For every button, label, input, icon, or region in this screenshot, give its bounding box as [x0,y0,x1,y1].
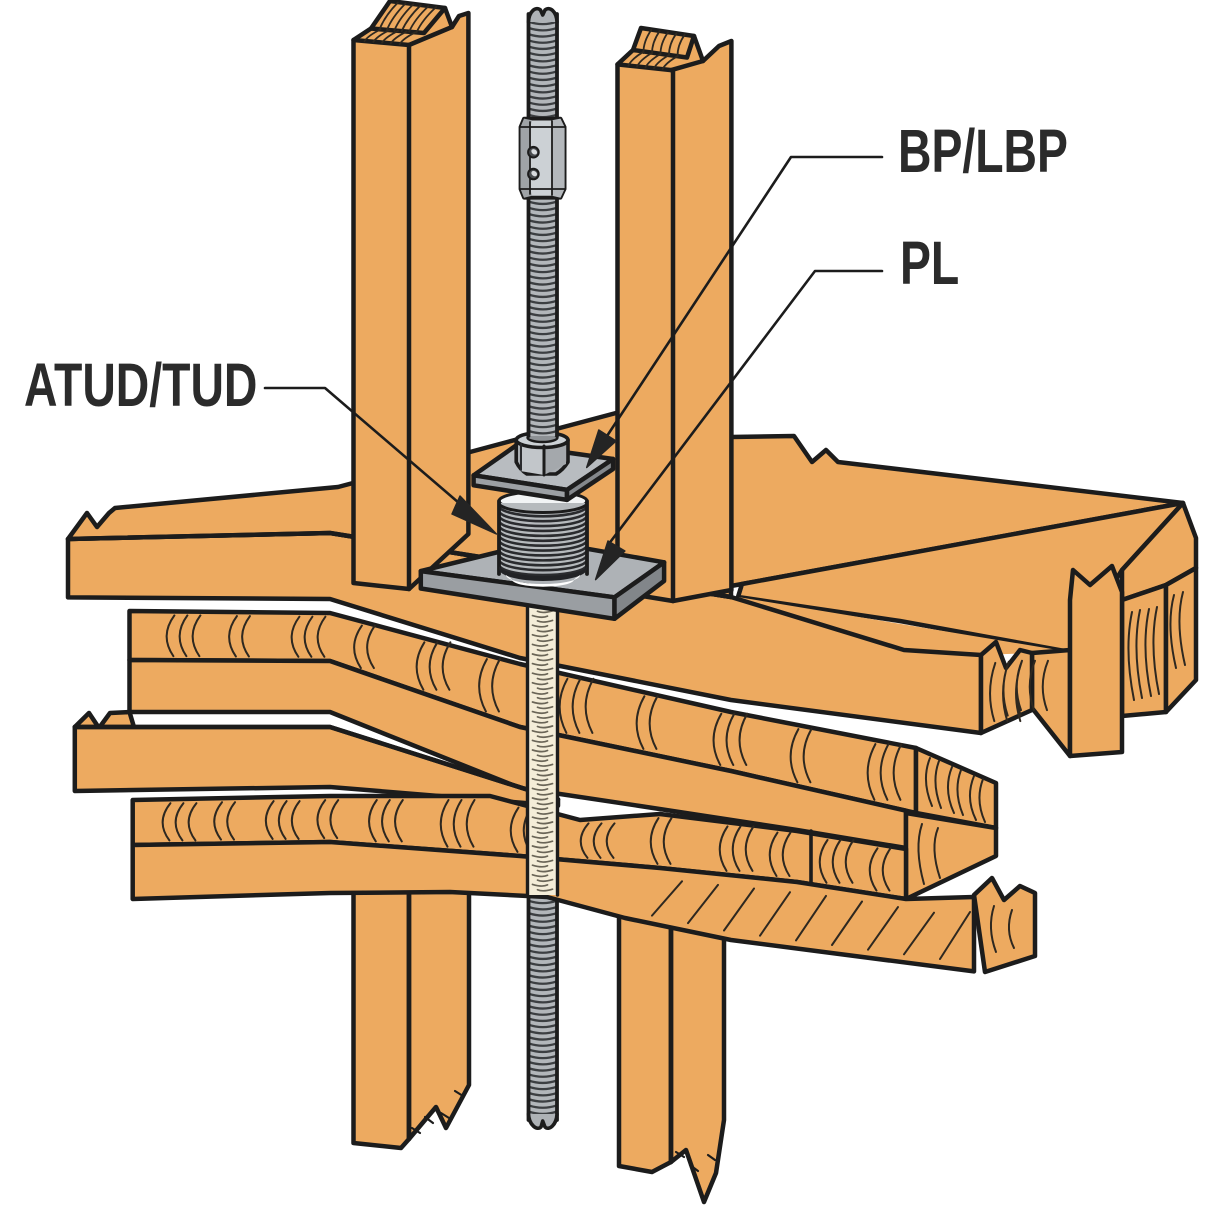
svg-text:BP/LBP: BP/LBP [898,118,1068,186]
svg-text:ATUD/TUD: ATUD/TUD [24,352,257,420]
svg-text:PL: PL [900,230,959,298]
